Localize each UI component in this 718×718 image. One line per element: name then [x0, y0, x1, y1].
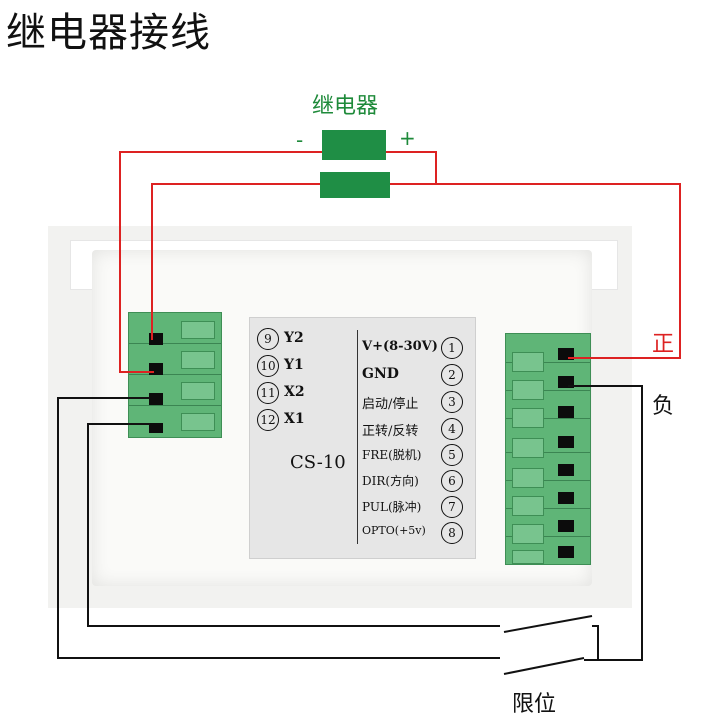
right-terminal-slot-8	[558, 546, 574, 558]
terminal-number-badge: 8	[441, 522, 463, 544]
relay-coil-top	[322, 130, 386, 160]
negative-label: 负	[652, 394, 675, 419]
terminal-name: 启动/停止	[362, 397, 419, 412]
positive-label: 正	[652, 332, 675, 357]
diagram-title: 继电器接线	[6, 10, 211, 56]
terminal-number-badge: 12	[257, 409, 279, 431]
terminal-number-badge: 7	[441, 496, 463, 518]
right-terminal-slot-5	[558, 464, 574, 476]
terminal-name: FRE(脱机)	[362, 448, 422, 462]
limit-switch-wires	[57, 385, 643, 675]
terminal-number-badge: 1	[441, 337, 463, 359]
terminal-name: Y1	[284, 357, 304, 373]
terminal-name: X1	[284, 411, 305, 427]
relay-contact-bottom	[320, 172, 390, 198]
terminal-number-badge: 9	[257, 328, 279, 350]
terminal-number-badge: 2	[441, 364, 463, 386]
relay-plus-sign: +	[399, 126, 416, 150]
right-terminal-slot-4	[558, 436, 574, 448]
right-terminal-slot-3	[558, 406, 574, 418]
terminal-number-badge: 11	[257, 382, 279, 404]
terminal-number-badge: 5	[441, 444, 463, 466]
terminal-name: X2	[284, 384, 305, 400]
right-terminal-slot-6	[558, 492, 574, 504]
relay-coil-wires	[119, 151, 681, 373]
terminal-name: Y2	[284, 330, 304, 346]
terminal-number-badge: 10	[257, 355, 279, 377]
terminal-name: PUL(脉冲)	[362, 500, 422, 514]
limit-switch-label: 限位	[512, 692, 557, 717]
model-number: CS-10	[290, 452, 346, 473]
terminal-name: DIR(方向)	[362, 474, 419, 488]
relay-label: 继电器	[312, 94, 379, 119]
card-divider	[357, 330, 358, 544]
terminal-number-badge: 6	[441, 470, 463, 492]
left-terminal-slot-3	[149, 393, 163, 405]
terminal-name: GND	[362, 366, 399, 382]
left-terminal-slot-4	[149, 423, 163, 433]
terminal-name: 正转/反转	[362, 424, 419, 439]
right-terminal-slot-7	[558, 520, 574, 532]
terminal-label-card	[249, 317, 476, 559]
left-terminal-block	[128, 312, 222, 438]
terminal-number-badge: 4	[441, 418, 463, 440]
terminal-name: V+(8-30V)	[362, 339, 438, 354]
relay-minus-sign: -	[296, 128, 304, 152]
terminal-name: OPTO(+5v)	[362, 524, 426, 537]
right-terminal-block	[505, 333, 591, 565]
terminal-number-badge: 3	[441, 391, 463, 413]
